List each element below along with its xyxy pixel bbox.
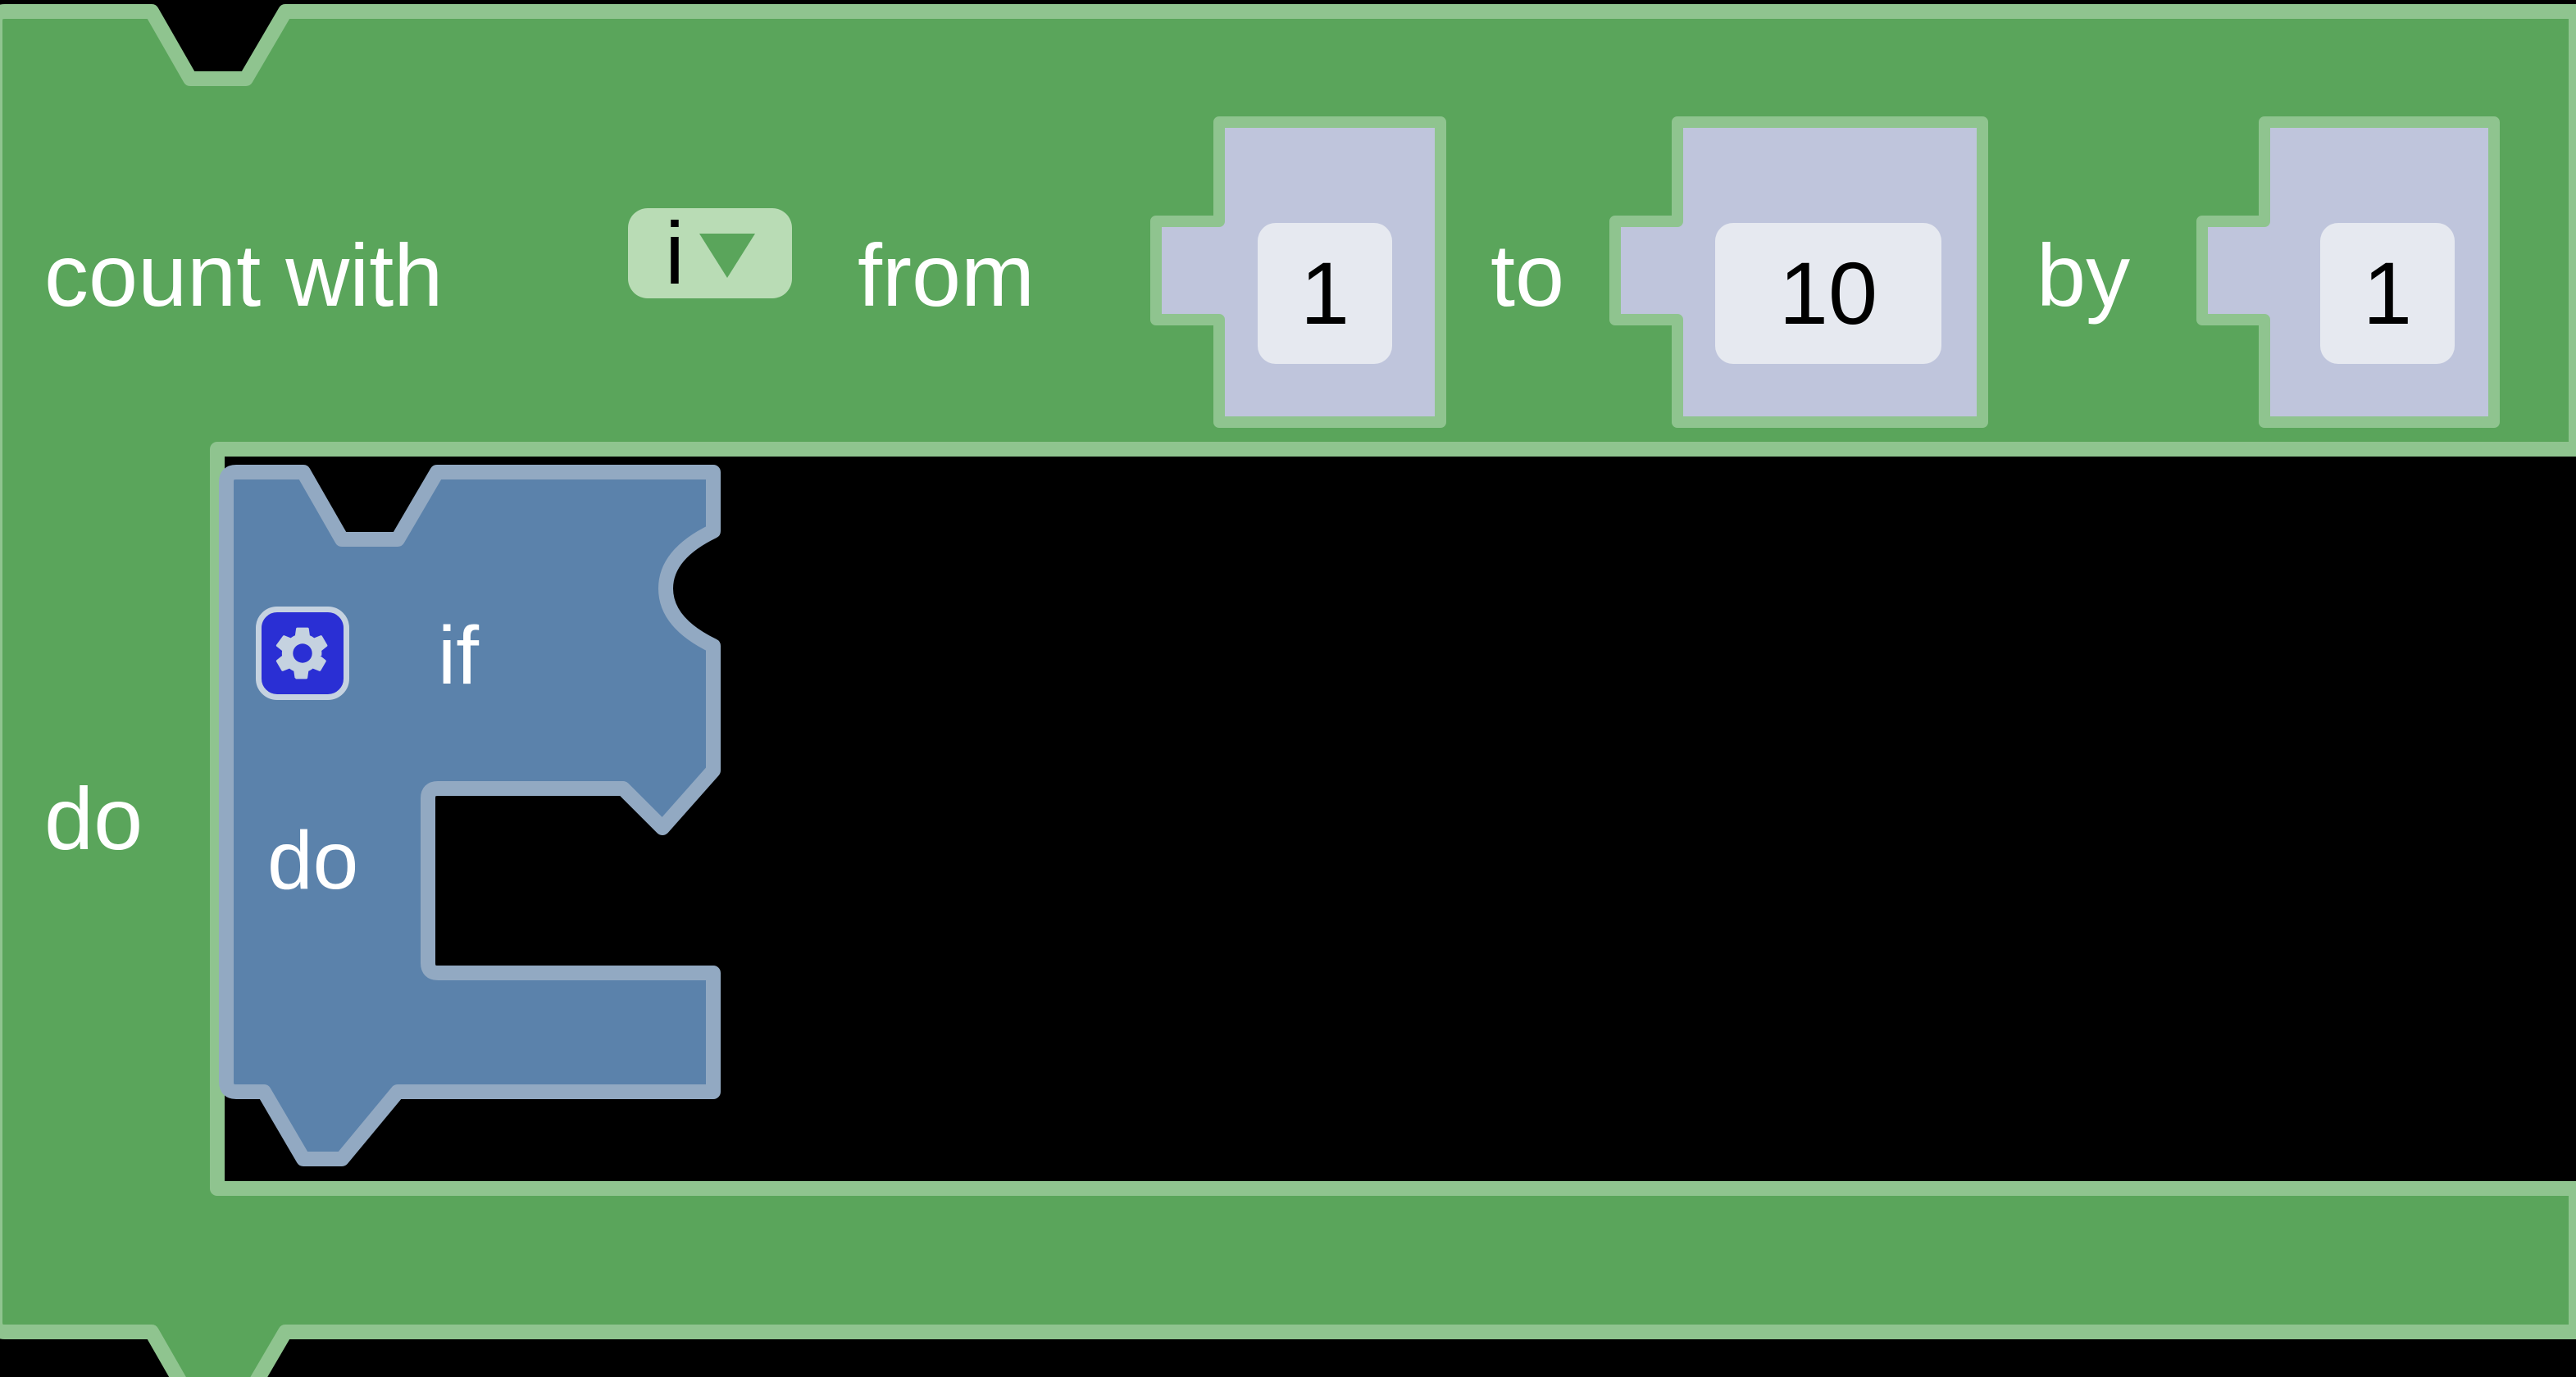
loop-variable-dropdown[interactable]: i xyxy=(628,208,792,298)
from-number-input[interactable]: 1 xyxy=(1258,223,1392,364)
to-number-input[interactable]: 10 xyxy=(1715,223,1941,364)
chevron-down-icon xyxy=(699,234,755,278)
gear-glyph xyxy=(275,627,328,679)
loop-from-label: from xyxy=(858,225,1035,325)
by-number-input[interactable]: 1 xyxy=(2320,223,2455,364)
if-do-label: do xyxy=(267,815,359,907)
if-label: if xyxy=(438,610,479,702)
loop-by-label: by xyxy=(2037,225,2131,325)
loop-to-label: to xyxy=(1491,225,1565,325)
gear-icon[interactable] xyxy=(256,607,349,700)
loop-count-with-label: count with xyxy=(44,225,444,325)
loop-do-label: do xyxy=(44,769,143,868)
loop-variable-value: i xyxy=(665,203,685,302)
